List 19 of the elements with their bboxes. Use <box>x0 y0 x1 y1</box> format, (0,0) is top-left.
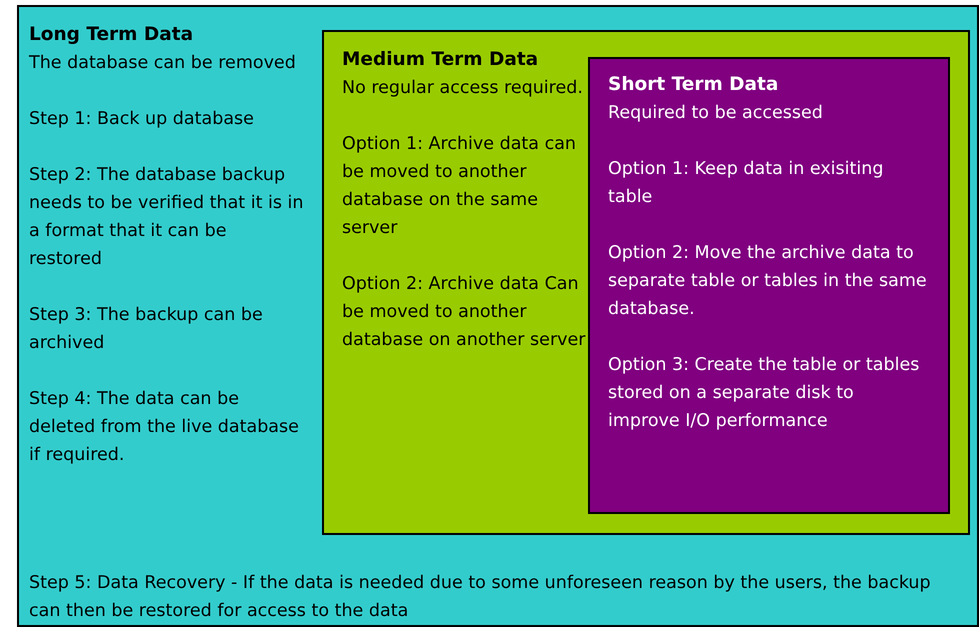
heading: Long Term Data <box>29 23 194 47</box>
step-text: Step 5: Data Recovery - If the data is needed due to some unforeseen reason by the users, the backup can then be restored for access to the data <box>29 572 932 623</box>
step-text: Step 4: The data can be deleted from the live database if required. <box>29 388 300 467</box>
panel <box>588 57 950 514</box>
step-text: Option 2: Archive data Can be moved to another database on another server <box>342 273 586 352</box>
description: No regular access required. <box>342 77 584 100</box>
panel <box>322 30 970 535</box>
step-text: Option 3: Create the table or tables stored on a separate disk to improve I/O performance <box>608 354 920 433</box>
description: Required to be accessed <box>608 102 824 125</box>
step-text: Option 2: Move the archive data to separate table or tables in the same database. <box>608 242 928 321</box>
step-text: Step 2: The database backup needs to be verified that it is in a format that it can be restored <box>29 164 304 271</box>
step-text: Step 1: Back up database <box>29 108 255 131</box>
description: The database can be removed <box>29 52 297 75</box>
step-text: Option 1: Archive data can be moved to another database on the same server <box>342 133 578 240</box>
step-text: Option 1: Keep data in exisiting table <box>608 158 884 209</box>
heading: Medium Term Data <box>342 48 540 72</box>
heading: Short Term Data <box>608 73 780 97</box>
panel <box>17 5 979 627</box>
step-text: Step 3: The backup can be archived <box>29 304 264 355</box>
